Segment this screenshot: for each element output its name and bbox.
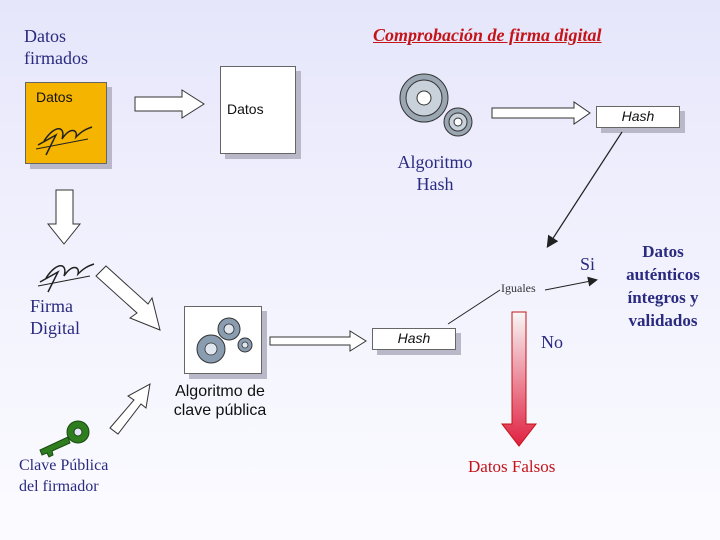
compare-node	[447, 276, 598, 325]
datos-falsos-label: Datos Falsos	[468, 457, 556, 476]
datos-document-label: Datos	[227, 101, 264, 117]
clave-publica-label: Clave Pública del firmador	[19, 457, 109, 495]
no-label: No	[541, 332, 563, 352]
signature-icon	[35, 126, 93, 156]
algoritmo-clave-label: Algoritmo de clave pública	[173, 383, 267, 419]
signed-document: Datos	[25, 82, 107, 164]
hash-bottom-box: Hash	[372, 328, 456, 350]
arrow-doc-to-datos	[134, 89, 205, 119]
datos-autenticos-label: Datos auténticos íntegros y validados	[626, 242, 700, 330]
comprobacion-title: Comprobación de firma digital	[373, 25, 602, 45]
signed-document-label: Datos	[36, 89, 73, 105]
gears-icon	[196, 317, 253, 364]
datos-document: Datos	[220, 66, 296, 154]
datos-firmados-label: Datos firmados	[24, 26, 88, 68]
arrow-algoritmo-to-hash	[269, 330, 367, 352]
gears-icon	[399, 73, 473, 137]
arrow-firma-to-algoritmo	[95, 265, 161, 331]
arrow-hash-to-compare	[546, 131, 623, 249]
arrow-no-down	[500, 311, 538, 447]
public-key-algorithm-box	[184, 306, 262, 374]
signature-icon	[37, 263, 95, 293]
firma-digital-label: Firma Digital	[30, 296, 80, 338]
hash-top-box: Hash	[596, 106, 680, 128]
si-label: Si	[580, 254, 596, 274]
iguales-label: Iguales	[501, 281, 536, 295]
key-icon	[39, 420, 90, 458]
arrow-key-to-algoritmo	[109, 383, 151, 435]
algoritmo-hash-label: Algoritmo Hash	[397, 152, 473, 194]
arrow-gears-to-hash	[491, 101, 591, 125]
arrow-doc-down	[46, 189, 82, 245]
arrow-si	[544, 276, 598, 291]
